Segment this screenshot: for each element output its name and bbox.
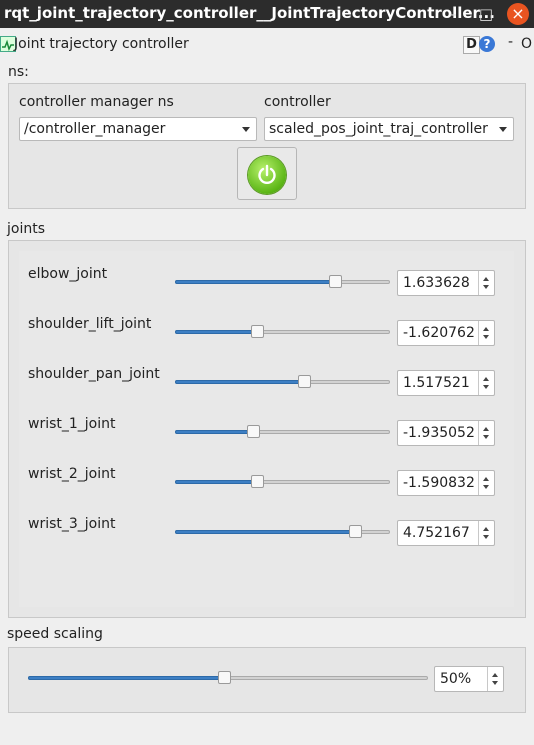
plugin-title: Joint trajectory controller [14,36,189,52]
spin-buttons[interactable] [478,521,494,545]
joint-spinbox-elbow-joint[interactable]: 1.633628 [397,270,495,296]
slider-fill [175,530,356,534]
spin-up-icon[interactable] [483,377,489,381]
controller-value: scaled_pos_joint_traj_controller [269,121,488,137]
minimize-plugin-button[interactable]: - [508,34,514,50]
joint-value: -1.620762 [403,325,475,341]
power-symbol-icon [258,164,276,184]
joint-name-shoulder-pan-joint: shoulder_pan_joint [28,366,160,382]
spin-buttons[interactable] [478,421,494,445]
speed-scaling-spinbox[interactable]: 50% [434,666,504,692]
chevron-down-icon [242,127,250,132]
joint-name-wrist-1-joint: wrist_1_joint [28,416,116,432]
controller-label: controller [264,94,331,110]
spin-down-icon[interactable] [483,335,489,339]
joint-name-wrist-3-joint: wrist_3_joint [28,516,116,532]
joint-name-elbow-joint: elbow_joint [28,266,108,282]
slider-handle[interactable] [218,671,231,684]
joint-slider-shoulder-lift-joint[interactable] [175,325,390,339]
slider-fill [175,480,258,484]
spin-up-icon[interactable] [483,277,489,281]
joint-slider-wrist-1-joint[interactable] [175,425,390,439]
joint-value: -1.935052 [403,425,475,441]
spin-up-icon[interactable] [483,477,489,481]
close-button[interactable]: × [507,3,529,25]
plugin-icon [0,36,16,52]
speed-scaling-value: 50% [440,671,472,687]
slider-handle[interactable] [298,375,311,388]
spin-down-icon[interactable] [483,385,489,389]
joint-value: -1.590832 [403,475,475,491]
minimize-button[interactable]: – [449,5,457,23]
controller-manager-label: controller manager ns [19,94,174,110]
window-title: rqt_joint_trajectory_controller__JointTr… [4,4,495,22]
slider-handle[interactable] [349,525,362,538]
spin-up-icon[interactable] [483,427,489,431]
spin-up-icon[interactable] [483,327,489,331]
joint-slider-shoulder-pan-joint[interactable] [175,375,390,389]
spin-buttons[interactable] [478,371,494,395]
slider-fill [175,430,254,434]
spin-buttons[interactable] [478,471,494,495]
joint-value: 4.752167 [403,525,470,541]
joint-slider-elbow-joint[interactable] [175,275,390,289]
spin-down-icon[interactable] [483,285,489,289]
joint-slider-wrist-3-joint[interactable] [175,525,390,539]
spin-down-icon[interactable] [492,681,498,685]
spin-down-icon[interactable] [483,435,489,439]
spin-down-icon[interactable] [483,535,489,539]
joint-name-wrist-2-joint: wrist_2_joint [28,466,116,482]
maximize-button[interactable]: □ [478,5,494,23]
spin-up-icon[interactable] [483,527,489,531]
spin-up-icon[interactable] [492,673,498,677]
chevron-down-icon [499,127,507,132]
slider-handle[interactable] [247,425,260,438]
slider-fill [175,280,336,284]
slider-fill [175,380,305,384]
slider-handle[interactable] [329,275,342,288]
spin-down-icon[interactable] [483,485,489,489]
joint-spinbox-wrist-2-joint[interactable]: -1.590832 [397,470,495,496]
slider-handle[interactable] [251,325,264,338]
controller-manager-value: /controller_manager [24,121,166,137]
spin-buttons[interactable] [478,321,494,345]
enable-controller-button[interactable] [237,147,297,200]
joint-slider-wrist-2-joint[interactable] [175,475,390,489]
dock-button[interactable]: D [463,36,480,54]
spin-buttons[interactable] [478,271,494,295]
plugin-titlebar: Joint trajectory controller D ? - O [0,28,534,60]
joint-spinbox-wrist-3-joint[interactable]: 4.752167 [397,520,495,546]
controller-manager-combo[interactable]: /controller_manager [19,117,257,141]
spin-buttons[interactable] [487,667,503,691]
ns-label: ns: [8,64,29,80]
joint-spinbox-shoulder-pan-joint[interactable]: 1.517521 [397,370,495,396]
joint-spinbox-wrist-1-joint[interactable]: -1.935052 [397,420,495,446]
help-button[interactable]: ? [479,36,495,52]
joint-value: 1.633628 [403,275,470,291]
window-titlebar: rqt_joint_trajectory_controller__JointTr… [0,0,534,28]
speed-scaling-slider[interactable] [28,671,428,685]
joint-spinbox-shoulder-lift-joint[interactable]: -1.620762 [397,320,495,346]
joint-name-shoulder-lift-joint: shoulder_lift_joint [28,316,152,332]
slider-fill [28,676,225,680]
joint-value: 1.517521 [403,375,470,391]
slider-handle[interactable] [251,475,264,488]
joints-label: joints [7,221,46,237]
slider-fill [175,330,258,334]
controller-combo[interactable]: scaled_pos_joint_traj_controller [264,117,514,141]
options-button[interactable]: O [521,36,533,52]
speed-scaling-label: speed scaling [7,626,103,642]
